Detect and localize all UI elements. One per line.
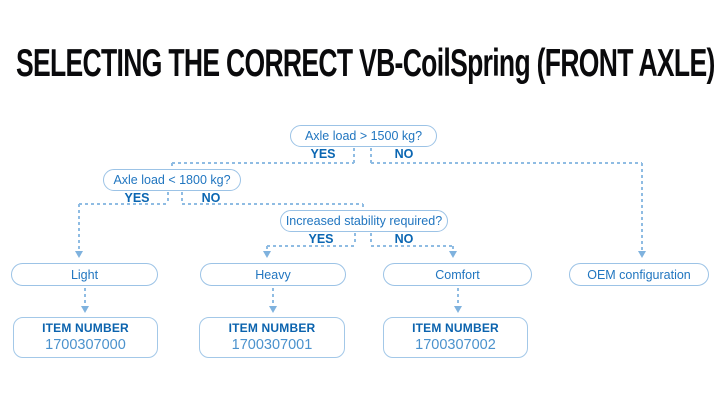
page-title: SELECTING THE CORRECT VB-CoilSpring (FRO… (16, 42, 715, 85)
item-number-value: 1700307001 (231, 336, 313, 353)
connector-line (362, 204, 364, 210)
arrow-down-icon (269, 306, 277, 313)
connector-line (171, 163, 173, 169)
connector-line (79, 203, 168, 205)
decision-node-axle-load-1800: Axle load < 1800 kg? (103, 169, 241, 191)
outcome-node-oem-configuration: OEM configuration (569, 263, 709, 286)
connector-line (78, 204, 80, 251)
connector-line (452, 246, 454, 251)
item-number-label: ITEM NUMBER (412, 320, 499, 335)
connector-line (266, 246, 268, 251)
item-number-label: ITEM NUMBER (42, 320, 129, 335)
connector-line (272, 288, 274, 306)
connector-line (371, 162, 642, 164)
branch-label-yes: YES (308, 232, 334, 246)
arrow-down-icon (75, 251, 83, 258)
connector-line (354, 233, 356, 245)
branch-label-yes: YES (124, 191, 150, 205)
arrow-down-icon (454, 306, 462, 313)
connector-line (172, 162, 354, 164)
connector-line (371, 245, 453, 247)
item-number-box-comfort: ITEM NUMBER 1700307002 (383, 317, 528, 358)
outcome-node-comfort: Comfort (383, 263, 532, 286)
decision-node-increased-stability: Increased stability required? (280, 210, 448, 232)
outcome-node-heavy: Heavy (200, 263, 346, 286)
branch-label-yes: YES (310, 147, 336, 161)
branch-label-no: NO (201, 191, 221, 205)
branch-label-no: NO (394, 147, 414, 161)
connector-line (167, 192, 169, 203)
connector-line (353, 148, 355, 163)
item-number-box-heavy: ITEM NUMBER 1700307001 (199, 317, 345, 358)
arrow-down-icon (449, 251, 457, 258)
item-number-value: 1700307000 (45, 336, 126, 353)
connector-line (267, 245, 355, 247)
connector-line (641, 163, 643, 251)
arrow-down-icon (81, 306, 89, 313)
connector-line (182, 203, 363, 205)
item-number-box-light: ITEM NUMBER 1700307000 (13, 317, 158, 358)
arrow-down-icon (638, 251, 646, 258)
decision-node-axle-load-1500: Axle load > 1500 kg? (290, 125, 437, 147)
item-number-label: ITEM NUMBER (228, 320, 316, 335)
connector-line (370, 233, 372, 245)
arrow-down-icon (263, 251, 271, 258)
connector-line (181, 192, 183, 203)
item-number-value: 1700307002 (415, 336, 496, 353)
connector-line (457, 288, 459, 306)
outcome-node-light: Light (11, 263, 158, 286)
connector-line (370, 148, 372, 163)
connector-line (84, 288, 86, 306)
branch-label-no: NO (394, 232, 414, 246)
